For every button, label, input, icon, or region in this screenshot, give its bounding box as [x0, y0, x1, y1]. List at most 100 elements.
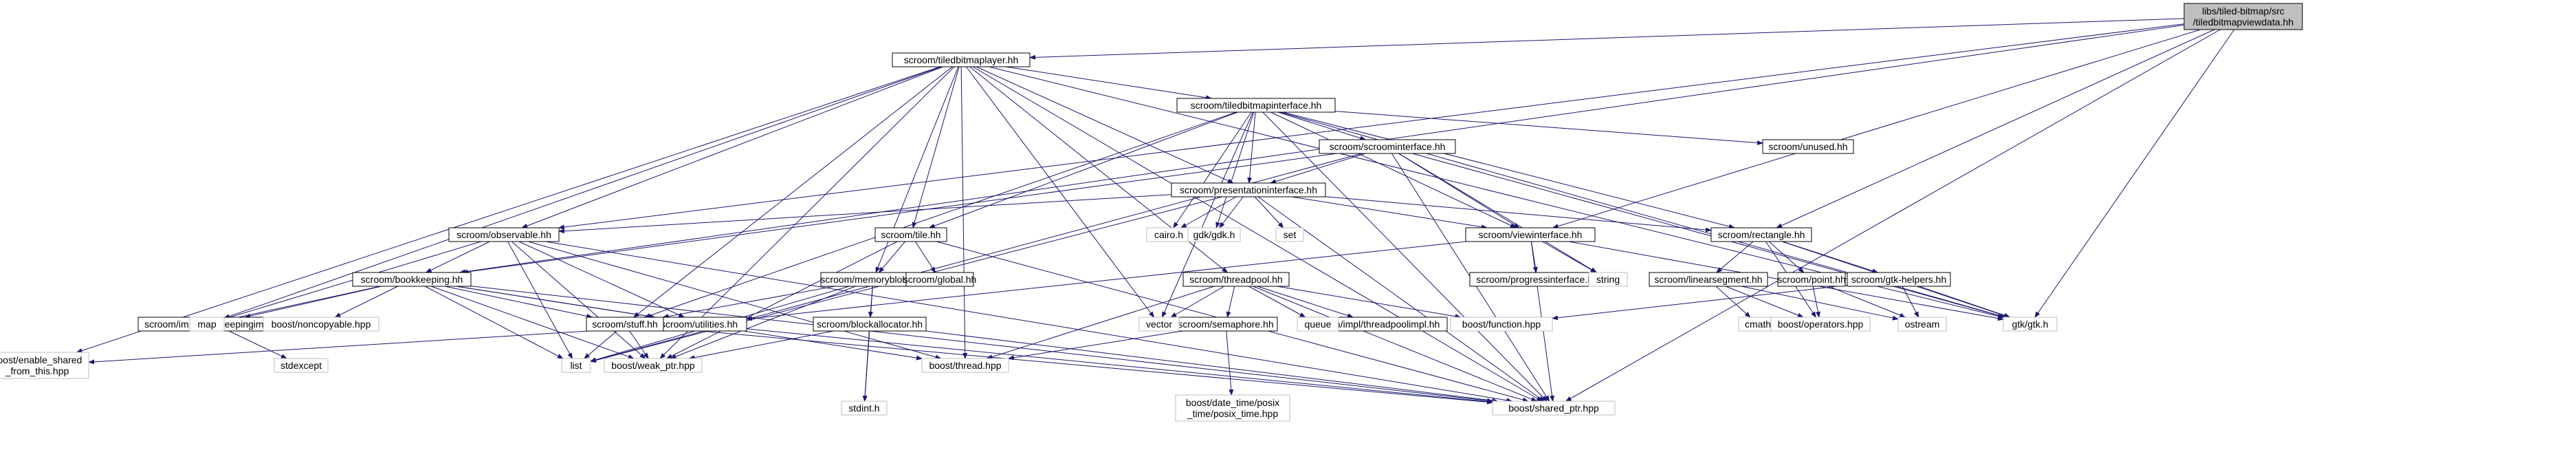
- node-n14[interactable]: scroom/threadpool.hh: [1182, 272, 1290, 287]
- edge-n1-n44: [972, 66, 1543, 402]
- node-n6[interactable]: scroom/observable.hh: [448, 227, 560, 242]
- edge-n2-n7: [928, 111, 1238, 228]
- edge-n1-n6: [521, 66, 943, 228]
- edge-n3-n8: [1398, 153, 1520, 228]
- edge-n14-n23: [1257, 286, 1354, 318]
- node-n28: map: [189, 317, 225, 332]
- node-label: boost/function.hpp: [1462, 319, 1541, 330]
- edge-n1-n38: [76, 66, 940, 353]
- node-box: [586, 317, 664, 332]
- node-n8[interactable]: scroom/viewinterface.hh: [1465, 227, 1596, 242]
- node-box: [874, 227, 947, 242]
- edge-n15-n33: [1715, 286, 1751, 318]
- node-box: [905, 272, 974, 287]
- edge-n1-n28: [223, 66, 942, 319]
- node-label: scroom/presentationinterface.hh: [1180, 184, 1317, 195]
- node-box: [1588, 272, 1628, 287]
- node-n17[interactable]: scroom/gtk-helpers.hh: [1847, 272, 1951, 287]
- edge-n7-n40: [665, 241, 898, 359]
- edge-n6-n39: [507, 241, 573, 359]
- node-n21[interactable]: scroom/blockallocator.hh: [813, 317, 927, 332]
- node-label: /tiledbitmapviewdata.hh: [2193, 17, 2293, 28]
- edge-n2-n25: [1215, 111, 1255, 228]
- node-label: scroom/utilities.hh: [661, 319, 738, 330]
- node-n9[interactable]: scroom/rectangle.hh: [1710, 227, 1812, 242]
- edge-n14-n44: [1253, 286, 1538, 402]
- node-label: scroom/rectangle.hh: [1718, 229, 1805, 240]
- edge-n0-n44: [1565, 29, 2221, 402]
- node-n15[interactable]: scroom/linearsegment.hh: [1649, 272, 1768, 287]
- node-n25: gdk/gdk.h: [1187, 227, 1241, 242]
- edge-n5-n8: [1291, 196, 1488, 230]
- node-n11[interactable]: scroom/memoryblobs.hh: [820, 272, 926, 287]
- node-label: _time/posix_time.hpp: [1187, 408, 1279, 419]
- node-n29: boost/noncopyable.hpp: [263, 317, 379, 332]
- node-n31: queue: [1297, 317, 1339, 332]
- edge-n2-n24: [1173, 111, 1252, 228]
- node-label: vector: [1146, 319, 1172, 330]
- node-label: scroom/linearsegment.hh: [1654, 274, 1762, 285]
- node-n22[interactable]: scroom/semaphore.hh: [1174, 317, 1278, 332]
- node-label: scroom/global.hh: [903, 274, 977, 285]
- edge-n5-n26: [1254, 196, 1284, 228]
- edge-n2-n9: [1282, 111, 1735, 229]
- node-n2[interactable]: scroom/tiledbitmapinterface.hh: [1176, 98, 1336, 113]
- node-label: ostream: [1905, 319, 1940, 330]
- edge-n20-n44: [663, 327, 1493, 405]
- node-box: [448, 227, 560, 242]
- node-box: [1175, 394, 1290, 422]
- edge-n2-n8: [1270, 111, 1517, 228]
- edge-n0-n36: [2034, 29, 2235, 318]
- node-box: [1465, 227, 1596, 242]
- node-label: set: [1284, 229, 1297, 240]
- node-n4[interactable]: scroom/unused.hh: [1762, 139, 1854, 154]
- node-label: scroom/bookkeeping.hh: [361, 274, 463, 285]
- edge-n14-n22: [1226, 286, 1235, 318]
- edge-n6-n19: [518, 241, 685, 318]
- node-n20[interactable]: scroom/stuff.hh: [586, 317, 664, 332]
- edge-n1-n2: [1005, 66, 1212, 100]
- node-n0[interactable]: libs/tiled-bitmap/src/tiledbitmapviewdat…: [2183, 3, 2303, 30]
- node-n3[interactable]: scroom/scroominterface.hh: [1319, 139, 1456, 154]
- node-box: [1171, 182, 1326, 198]
- node-label: scroom/memoryblobs.hh: [820, 274, 925, 285]
- node-n16[interactable]: scroom/point.hh: [1777, 272, 1846, 287]
- node-n40: boost/weak_ptr.hpp: [604, 358, 703, 373]
- edge-n5-n25: [1219, 196, 1244, 228]
- node-label: scroom/gtk-helpers.hh: [1851, 274, 1947, 285]
- edge-n3-n10: [461, 153, 1337, 275]
- node-n13[interactable]: scroom/progressinterface.hh: [1469, 272, 1605, 287]
- node-n10[interactable]: scroom/bookkeeping.hh: [352, 272, 472, 287]
- node-box: [1319, 139, 1456, 154]
- node-box: [921, 358, 1009, 373]
- node-label: _from_this.hpp: [5, 365, 69, 376]
- edge-n9-n15: [1716, 241, 1754, 273]
- node-label: boost/weak_ptr.hpp: [611, 360, 695, 371]
- node-label: stdexcept: [280, 360, 322, 371]
- edge-n20-n39: [584, 330, 617, 359]
- node-box: [1450, 317, 1553, 332]
- edge-n16-n35: [1828, 286, 1906, 318]
- edge-n1-n40: [659, 66, 955, 359]
- edge-n14-n30: [1170, 286, 1225, 318]
- edge-n19-n38: [88, 326, 652, 365]
- node-n12[interactable]: scroom/global.hh: [903, 272, 977, 287]
- node-n1[interactable]: scroom/tiledbitmaplayer.hh: [892, 52, 1031, 67]
- node-box: [892, 52, 1031, 67]
- edge-n15-n35: [1741, 286, 1899, 321]
- edge-n20-n40: [629, 330, 649, 359]
- node-label: cairo.h: [1154, 229, 1183, 240]
- node-n7[interactable]: scroom/tile.hh: [874, 227, 947, 242]
- edge-n10-n28: [223, 286, 381, 322]
- node-n19[interactable]: scroom/utilities.hh: [651, 317, 747, 332]
- edge-n14-n32: [1277, 286, 1462, 319]
- edge-n10-n44: [470, 286, 1494, 403]
- node-n43: boost/date_time/posix_time/posix_time.hp…: [1175, 394, 1290, 422]
- node-box: [1492, 401, 1616, 416]
- node-n5[interactable]: scroom/presentationinterface.hh: [1171, 182, 1326, 198]
- node-box: [263, 317, 379, 332]
- node-n27: string: [1588, 272, 1628, 287]
- node-label: boost/thread.hpp: [929, 360, 1001, 371]
- node-box: [274, 358, 329, 373]
- node-box: [0, 352, 89, 379]
